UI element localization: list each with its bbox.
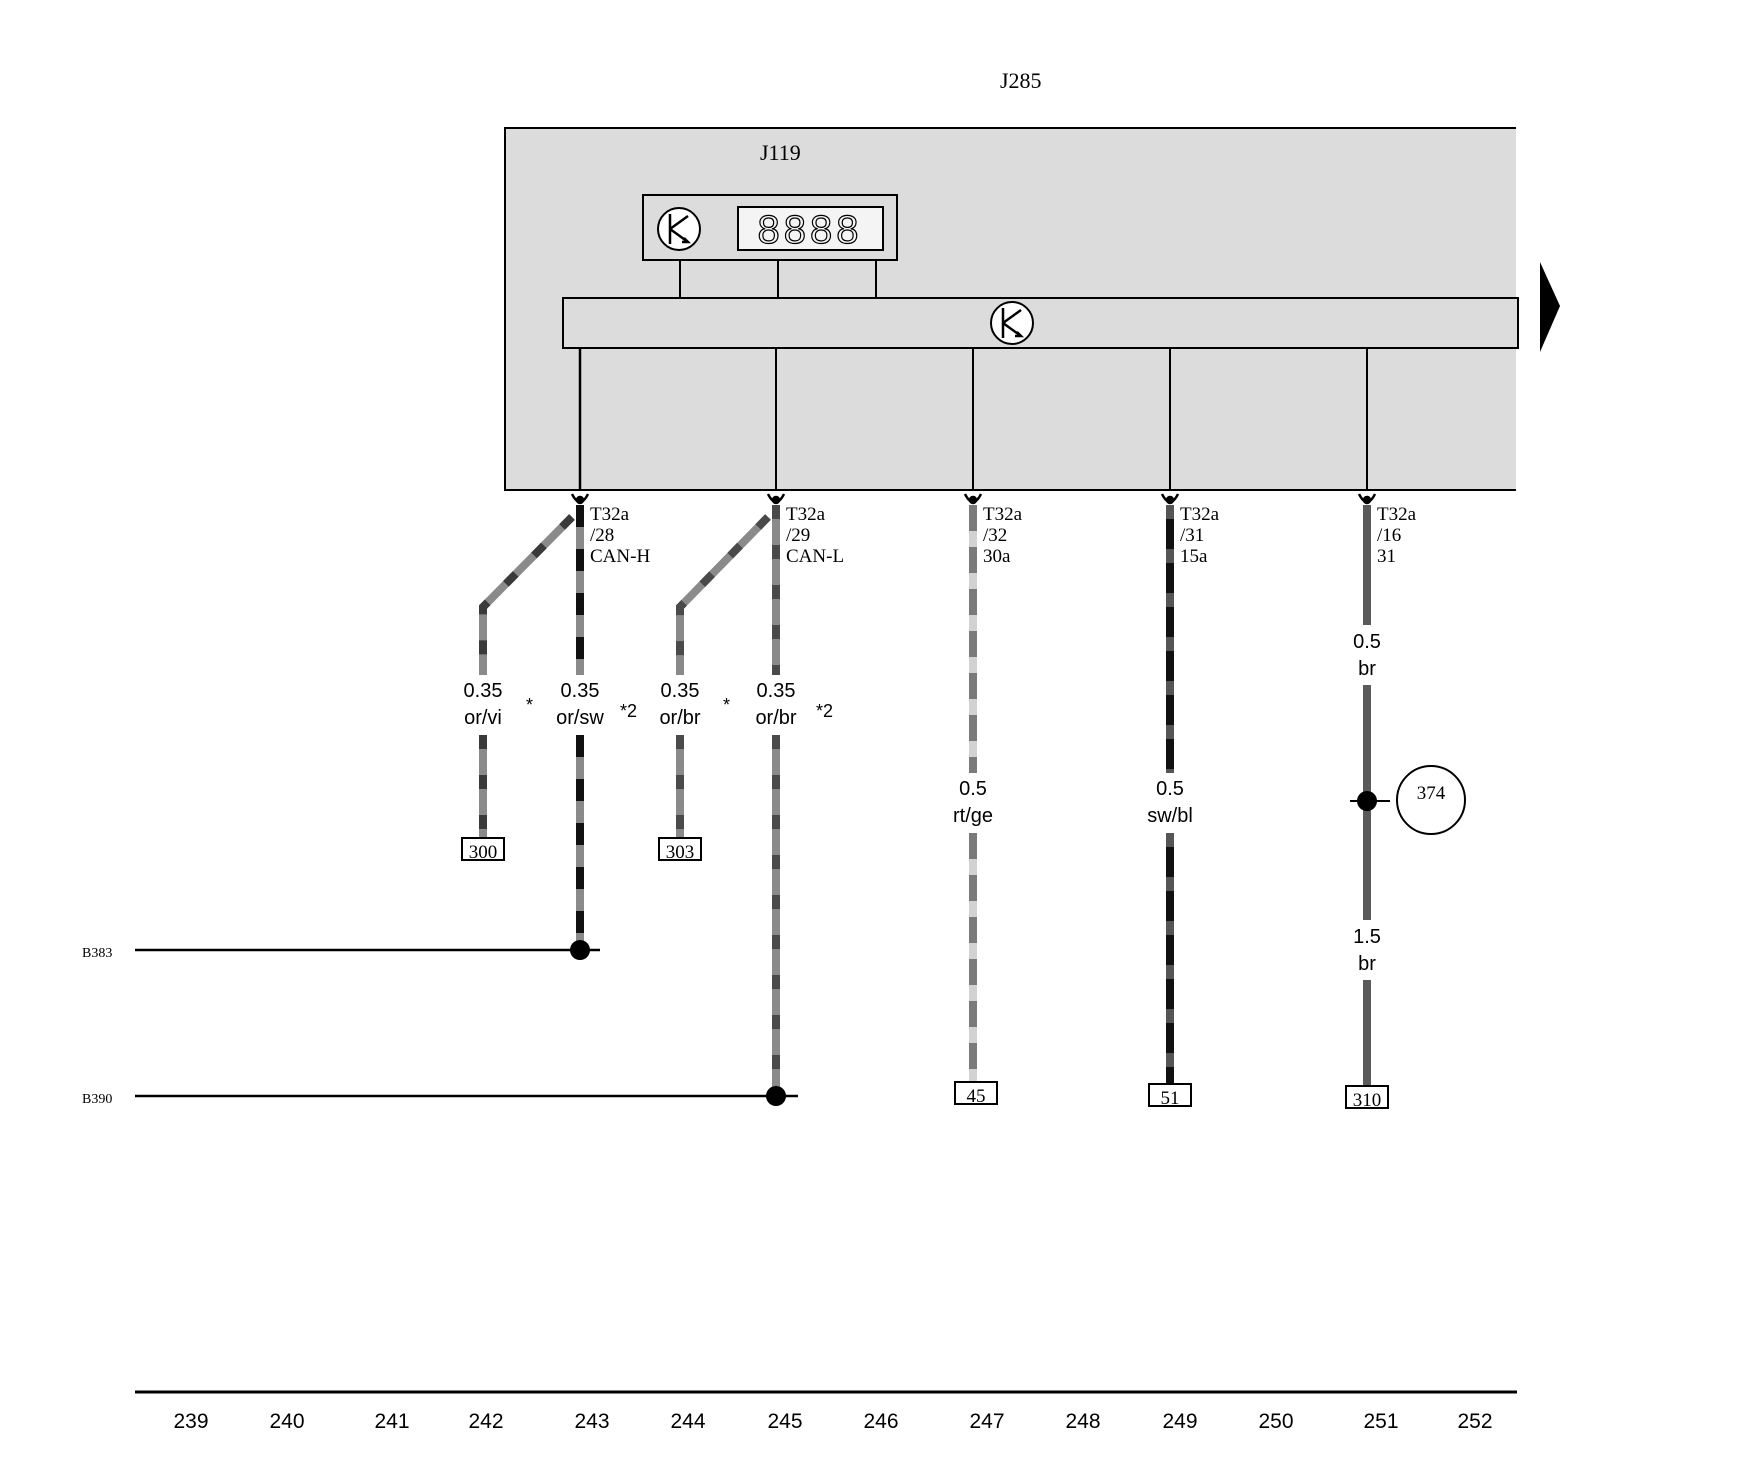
ground-point-label: 374 <box>1417 783 1446 804</box>
svg-text:T32a: T32a <box>1180 504 1220 525</box>
wire-label-or-br-1: 0.35 or/br <box>659 680 700 729</box>
svg-text:303: 303 <box>666 842 695 863</box>
svg-text:310: 310 <box>1353 1090 1382 1111</box>
svg-text:30a: 30a <box>983 546 1011 567</box>
svg-text:or/vi: or/vi <box>464 707 502 729</box>
continuation-arrow-icon <box>1540 262 1560 352</box>
connector-pin-32: T32a /32 30a <box>983 504 1023 567</box>
bus-junction-b383 <box>570 940 590 960</box>
processor-icon-glyph <box>668 214 692 244</box>
svg-text:br: br <box>1358 658 1376 680</box>
bus-junction-b390 <box>766 1086 786 1106</box>
track-numbers: 239 240 241 242 243 244 245 246 247 248 … <box>173 1410 1492 1433</box>
svg-text:249: 249 <box>1162 1410 1197 1433</box>
wire-label-rt-ge: 0.5 rt/ge <box>953 778 993 827</box>
svg-text:/32: /32 <box>983 525 1007 546</box>
svg-text:15a: 15a <box>1180 546 1208 567</box>
seven-segment-display <box>737 206 884 251</box>
svg-text:or/sw: or/sw <box>556 707 604 729</box>
svg-text:244: 244 <box>670 1410 705 1433</box>
wire-or-vi <box>479 514 575 838</box>
marker-star-1: * <box>526 695 533 715</box>
board-processor-icon <box>990 301 1034 345</box>
svg-text:251: 251 <box>1363 1410 1398 1433</box>
marker-star2-1: *2 <box>620 701 637 721</box>
svg-text:/31: /31 <box>1180 525 1204 546</box>
svg-text:0.5: 0.5 <box>1156 778 1184 800</box>
marker-star-2: * <box>723 695 730 715</box>
svg-text:247: 247 <box>969 1410 1004 1433</box>
svg-text:rt/ge: rt/ge <box>953 805 993 827</box>
svg-text:1.5: 1.5 <box>1353 926 1381 948</box>
svg-text:45: 45 <box>967 1086 986 1107</box>
bus-label-b383: B383 <box>82 946 112 961</box>
svg-text:br: br <box>1358 953 1376 975</box>
svg-text:245: 245 <box>767 1410 802 1433</box>
ground-junction-dot <box>1357 791 1377 811</box>
svg-text:51: 51 <box>1161 1088 1180 1109</box>
reference-51: 51 <box>1148 1083 1192 1109</box>
svg-text:T32a: T32a <box>1377 504 1417 525</box>
ground-point-circle <box>1396 765 1466 835</box>
svg-text:246: 246 <box>863 1410 898 1433</box>
wire-label-or-vi: 0.35 or/vi <box>464 680 503 729</box>
svg-text:252: 252 <box>1457 1410 1492 1433</box>
svg-text:0.35: 0.35 <box>561 680 600 702</box>
control-board <box>562 297 1519 349</box>
svg-text:or/br: or/br <box>755 707 796 729</box>
wire-label-sw-bl: 0.5 sw/bl <box>1147 778 1193 827</box>
svg-text:/29: /29 <box>786 525 810 546</box>
svg-text:CAN-L: CAN-L <box>786 546 844 567</box>
reference-310: 310 <box>1345 1085 1389 1111</box>
svg-text:0.5: 0.5 <box>1353 631 1381 653</box>
svg-text:239: 239 <box>173 1410 208 1433</box>
svg-text:0.35: 0.35 <box>464 680 503 702</box>
display-digits: 8888 <box>758 208 863 252</box>
marker-star2-2: *2 <box>816 701 833 721</box>
wire-label-or-sw: 0.35 or/sw <box>556 680 604 729</box>
svg-text:T32a: T32a <box>590 504 630 525</box>
svg-text:T32a: T32a <box>786 504 826 525</box>
connector-pin-29: T32a /29 CAN-L <box>786 504 844 567</box>
reference-300: 300 <box>461 837 505 863</box>
board-processor-glyph <box>1001 308 1025 338</box>
svg-text:243: 243 <box>574 1410 609 1433</box>
svg-text:sw/bl: sw/bl <box>1147 805 1193 827</box>
svg-text:0.35: 0.35 <box>661 680 700 702</box>
connector-pin-31: T32a /31 15a <box>1180 504 1220 567</box>
j119-label: J119 <box>760 140 801 165</box>
wire-or-br-1 <box>676 514 771 838</box>
svg-text:248: 248 <box>1065 1410 1100 1433</box>
svg-text:0.35: 0.35 <box>757 680 796 702</box>
reference-303: 303 <box>658 837 702 863</box>
wire-label-br-lower: 1.5 br <box>1353 926 1381 975</box>
wire-label-or-br-2: 0.35 or/br <box>755 680 796 729</box>
svg-text:240: 240 <box>269 1410 304 1433</box>
svg-text:242: 242 <box>468 1410 503 1433</box>
j285-label: J285 <box>1000 68 1042 93</box>
svg-text:/28: /28 <box>590 525 614 546</box>
svg-text:or/br: or/br <box>659 707 700 729</box>
svg-text:31: 31 <box>1377 546 1396 567</box>
connector-contacts <box>570 493 1377 505</box>
svg-text:250: 250 <box>1258 1410 1293 1433</box>
svg-text:300: 300 <box>469 842 498 863</box>
svg-text:241: 241 <box>374 1410 409 1433</box>
svg-text:CAN-H: CAN-H <box>590 546 650 567</box>
svg-text:T32a: T32a <box>983 504 1023 525</box>
wire-label-br-upper: 0.5 br <box>1353 631 1381 680</box>
processor-icon <box>657 207 701 251</box>
bus-label-b390: B390 <box>82 1092 112 1107</box>
connector-pin-16: T32a /16 31 <box>1377 504 1417 567</box>
svg-text:/16: /16 <box>1377 525 1401 546</box>
svg-text:0.5: 0.5 <box>959 778 987 800</box>
reference-45: 45 <box>954 1081 998 1107</box>
connector-pin-28: T32a /28 CAN-H <box>590 504 650 567</box>
